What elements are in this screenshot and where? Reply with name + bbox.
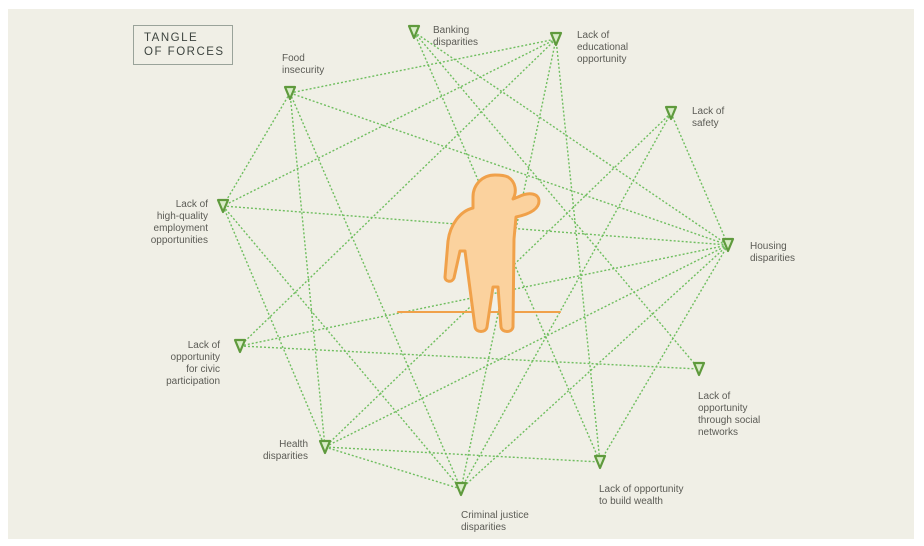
connection-network [216,24,735,497]
node-civic-icon [233,338,247,354]
title-line-2: OF FORCES [144,46,225,58]
nodes-layer [216,24,735,497]
edge-education-wealth [555,38,601,463]
edge-employment-health [222,205,326,448]
edge-food-employment [222,92,291,207]
node-criminal-icon [454,481,468,497]
edge-food-criminal [289,92,462,490]
edge-housing-health [324,244,729,448]
edge-education-civic [239,38,557,347]
edge-health-criminal [324,446,462,490]
diagram-canvas: TANGLE OF FORCES Food insecurity Banking… [8,9,914,539]
label-lack-of-safety: Lack of safety [692,106,725,129]
label-educational-opportunity: Lack of educational opportunity [577,30,629,65]
node-safety-icon [664,105,678,121]
title-line-1: TANGLE [144,32,199,44]
edge-health-wealth [324,446,601,463]
label-social-networks: Lack of opportunity through social netwo… [698,391,761,438]
label-health-disparities: Health disparities [262,439,308,462]
node-banking-icon [407,24,421,40]
person-shading-eyes-icon [397,173,561,333]
label-employment-opportunities: Lack of high-quality employment opportun… [150,199,208,246]
edge-food-education [289,38,557,94]
label-civic-participation: Lack of opportunity for civic participat… [166,340,220,387]
node-social-icon [692,361,706,377]
node-wealth-icon [593,454,607,470]
node-health-icon [318,439,332,455]
node-housing-icon [721,237,735,253]
edge-housing-wealth [599,244,729,463]
label-banking-disparities: Banking disparities [433,25,479,48]
node-employment-icon [216,198,230,214]
label-criminal-justice: Criminal justice disparities [461,510,529,533]
label-food-insecurity: Food insecurity [282,53,325,76]
node-education-icon [549,31,563,47]
edge-civic-social [239,345,700,370]
edge-banking-housing [413,31,729,246]
edge-food-health [289,92,326,448]
label-housing-disparities: Housing disparities [750,241,796,264]
edge-food-housing [289,92,729,246]
edge-safety-criminal [460,112,672,490]
edge-banking-social [413,31,700,370]
node-food-icon [283,85,297,101]
label-build-wealth: Lack of opportunity to build wealth [599,484,684,507]
edge-employment-criminal [222,205,462,490]
diagram-title: TANGLE OF FORCES [133,25,233,65]
edge-housing-criminal [460,244,729,490]
